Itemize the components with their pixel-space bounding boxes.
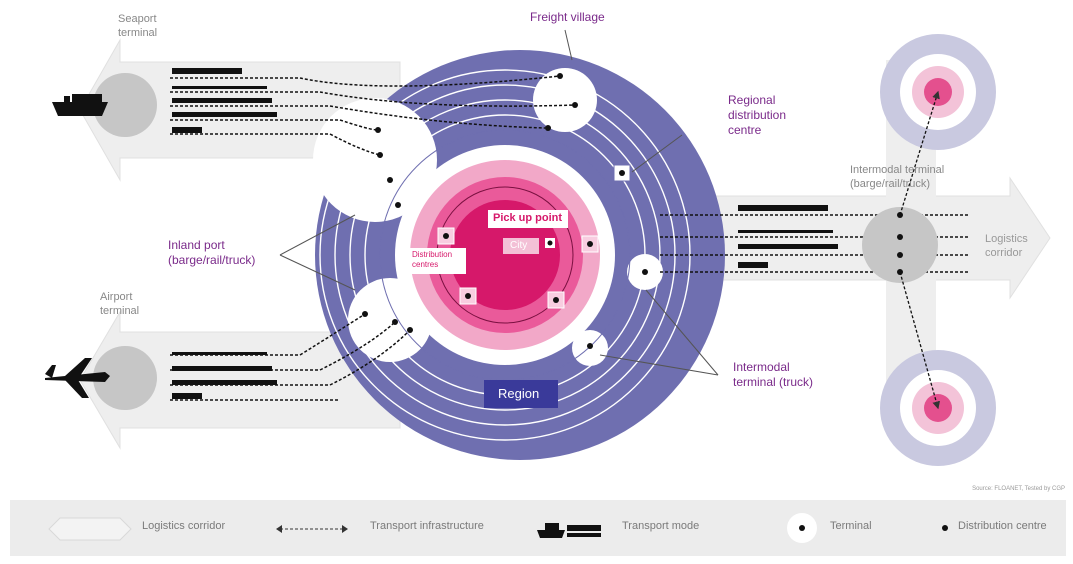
- transport-mode-icons-seaport: [172, 68, 277, 133]
- legend-label-corridor: Logistics corridor: [142, 520, 226, 532]
- city-dc-boxes: [437, 227, 599, 309]
- city-box: [503, 238, 539, 254]
- label-seaport: Seaport terminal: [118, 13, 158, 39]
- satellite-links: [899, 90, 941, 410]
- transport-lines-airport: [170, 313, 411, 401]
- label-region: Region: [498, 386, 540, 401]
- distribution-dots: [362, 73, 648, 349]
- label-inland-port: Inland port (barge/rail/truck): [168, 238, 256, 267]
- seaport-terminal-circle: [93, 73, 157, 137]
- legend-label-infrastructure: Transport infrastructure: [370, 520, 484, 532]
- label-regional-dc: Regional distribution centre: [728, 93, 787, 137]
- corridor-arrow-icon: [48, 517, 132, 541]
- label-distribution-centres: Distribution centres: [412, 250, 453, 269]
- double-arrow-icon: [276, 525, 348, 533]
- satellite-city-top: [880, 34, 996, 150]
- pickup-box: [488, 210, 568, 228]
- airplane-icon: [45, 358, 110, 398]
- logistics-diagram: [45, 29, 1051, 466]
- label-freight-village: Freight village: [530, 10, 605, 24]
- region-box: [484, 380, 558, 408]
- dot-icon: [942, 525, 948, 531]
- ship-train-icon: [537, 523, 601, 538]
- label-city: City: [510, 240, 528, 251]
- label-intermodal-terminal: Intermodal terminal (barge/rail/truck): [850, 164, 945, 190]
- label-intermodal-truck: Intermodal terminal (truck): [733, 360, 814, 389]
- airport-terminal-circle: [93, 346, 157, 410]
- ship-icon: [52, 94, 108, 116]
- intermodal-terminal-east: [862, 207, 938, 283]
- terminal-circle-icon: [787, 513, 817, 543]
- legend-label-dc: Distribution centre: [958, 520, 1047, 532]
- transport-lines-east: [660, 214, 970, 273]
- legend-label-mode: Transport mode: [622, 520, 700, 532]
- label-logistics-corridor: Logistics corridor: [985, 233, 1028, 259]
- terminal-inland-port-top: [313, 98, 437, 222]
- transport-mode-icons-east: [738, 205, 838, 268]
- terminal-freight-village: [533, 68, 597, 132]
- distribution-label-box: [404, 248, 466, 274]
- legend: Logistics corridor Transport infrastruct…: [10, 500, 1066, 556]
- legend-label-terminal: Terminal: [830, 520, 872, 532]
- source-note: Source: FLOANET, Tested by CGP: [972, 486, 1065, 492]
- label-pointers: [279, 29, 719, 376]
- transport-mode-icons-airport: [172, 352, 277, 399]
- label-pickup-point: Pick up point: [493, 212, 563, 224]
- label-airport: Airport terminal: [100, 291, 140, 317]
